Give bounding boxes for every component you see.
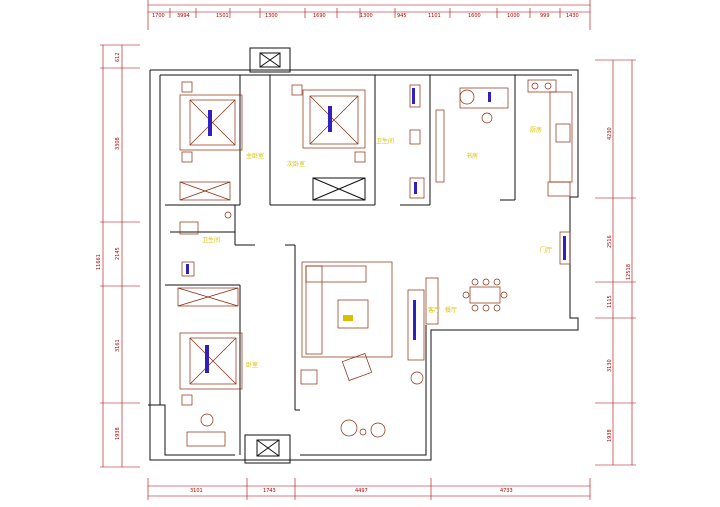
dim-left-5: 1938 xyxy=(115,427,121,440)
dim-left-3: 2145 xyxy=(115,247,121,260)
label-study: 书房 xyxy=(466,152,478,160)
study-furniture xyxy=(435,87,509,183)
dim-right-5: 1938 xyxy=(607,429,613,442)
dimension-line-left: 612 3308 2145 3161 1938 11661 xyxy=(96,44,140,468)
dim-top-1: 1700 xyxy=(152,13,165,19)
label-restroom: 卫生间 xyxy=(202,236,220,244)
label-bathroom: 卫生间 xyxy=(376,137,394,145)
dim-top-12: 1430 xyxy=(566,13,579,19)
restroom-fixtures xyxy=(179,211,232,277)
dim-top-3: 1501 xyxy=(216,13,229,19)
dim-left-total: 11661 xyxy=(96,254,102,270)
bed-second-bedroom xyxy=(291,84,366,201)
dim-left-2: 3308 xyxy=(115,137,121,150)
dim-right-2: 2516 xyxy=(607,235,613,248)
dim-top-2: 3994 xyxy=(177,13,190,19)
label-bedroom3: 卧室 xyxy=(246,361,258,369)
entrance-fixtures xyxy=(559,231,571,265)
dimension-line-bottom: 3101 1743 4497 4733 xyxy=(147,478,591,500)
dim-top-5: 1690 xyxy=(313,13,326,19)
dim-left-4: 3161 xyxy=(115,339,121,352)
label-dining: 餐厅 xyxy=(445,306,457,314)
label-living: 客厅 xyxy=(428,306,440,314)
label-entrance: 门厅 xyxy=(540,246,552,254)
dim-bottom-2: 1743 xyxy=(263,488,276,494)
label-second-bedroom: 次卧室 xyxy=(287,160,305,168)
dim-top-6: 1300 xyxy=(360,13,373,19)
dim-bottom-4: 4733 xyxy=(500,488,513,494)
bed-master-bedroom xyxy=(179,81,243,201)
label-master-bedroom: 主卧室 xyxy=(246,152,264,160)
dim-bottom-1: 3101 xyxy=(190,488,203,494)
label-kitchen: 厨房 xyxy=(530,126,542,134)
dimension-line-top: 1700 3994 1501 1300 1690 1300 945 1101 1… xyxy=(147,0,591,30)
bed-third-bedroom xyxy=(177,287,243,447)
dining-furniture xyxy=(462,278,508,312)
shaft-top xyxy=(249,47,291,73)
dim-right-4: 3130 xyxy=(607,359,613,372)
dim-right-1: 4230 xyxy=(607,127,613,140)
interior-walls xyxy=(165,75,516,455)
dimension-line-right: 4230 2516 1115 3130 1938 12518 xyxy=(595,59,636,466)
dim-left-1: 612 xyxy=(115,52,121,62)
dim-top-4: 1300 xyxy=(265,13,278,19)
kitchen-fixtures xyxy=(527,79,573,197)
dim-top-8: 1101 xyxy=(428,13,441,19)
dim-top-10: 1000 xyxy=(507,13,520,19)
dim-top-11: 999 xyxy=(540,13,550,19)
living-room-furniture xyxy=(300,261,439,438)
dim-right-total: 12518 xyxy=(626,264,632,280)
dim-top-7: 945 xyxy=(397,13,407,19)
dim-bottom-3: 4497 xyxy=(355,488,368,494)
exterior-walls xyxy=(148,69,579,461)
dim-top-9: 1600 xyxy=(468,13,481,19)
bathroom-fixtures xyxy=(409,84,425,199)
dim-right-3: 1115 xyxy=(607,295,613,308)
shaft-bottom xyxy=(244,434,291,464)
